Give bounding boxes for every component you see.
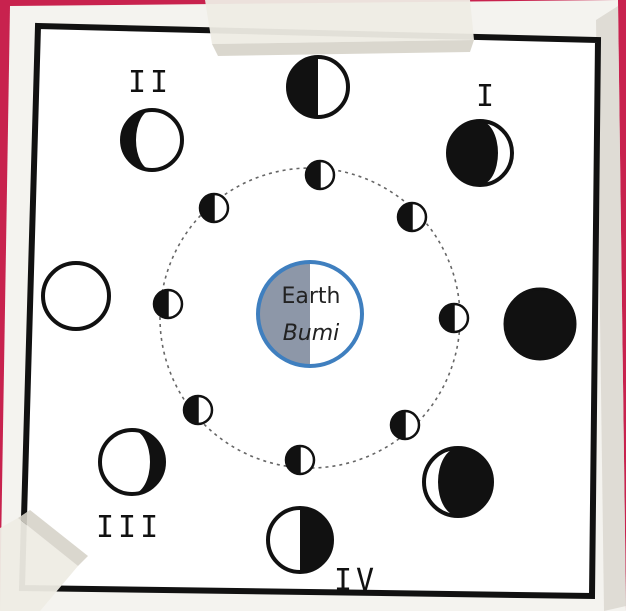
orbit-moon xyxy=(440,304,468,332)
label-ii: II xyxy=(128,65,172,100)
phase-crescent-i xyxy=(448,121,512,185)
label-i: I xyxy=(476,79,498,114)
earth-label: Earth xyxy=(282,284,341,309)
phase-new xyxy=(505,289,575,359)
phase-crescent-iii xyxy=(100,430,164,494)
phase-quarter-iv xyxy=(268,508,332,572)
label-iii: III xyxy=(96,510,162,545)
phase-full xyxy=(43,263,109,329)
orbit-moon xyxy=(154,290,182,318)
orbit-moon xyxy=(398,203,426,231)
label-iv: IV xyxy=(334,563,378,598)
earth-label-local: Bumi xyxy=(283,321,340,346)
orbit-moon xyxy=(306,161,334,189)
phase-gibbous-br xyxy=(424,448,492,516)
orbit-moon xyxy=(184,396,212,424)
tape-top xyxy=(205,0,474,44)
orbit-moon xyxy=(286,446,314,474)
phase-top-quarter xyxy=(288,57,348,117)
orbit-moon xyxy=(391,411,419,439)
phase-crescent-ii xyxy=(122,110,182,170)
earth: Earth Bumi xyxy=(258,262,362,366)
orbit-moon xyxy=(200,194,228,222)
